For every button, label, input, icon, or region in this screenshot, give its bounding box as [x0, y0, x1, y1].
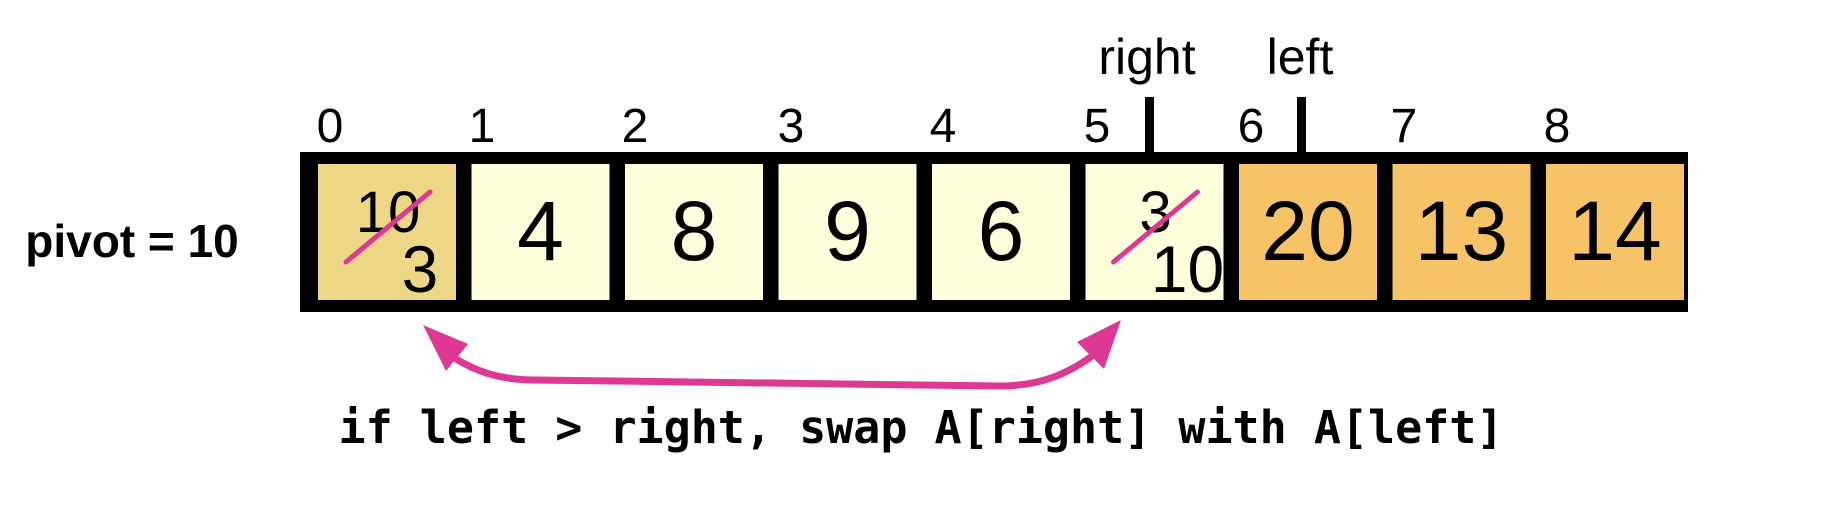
array-cell-0 — [318, 164, 456, 300]
cell-value-3: 9 — [824, 184, 871, 278]
swap-arrowhead-left — [423, 325, 468, 371]
cell-value-1: 4 — [517, 184, 564, 278]
right-pointer-tick — [1145, 97, 1154, 152]
cell-value-6: 20 — [1261, 184, 1354, 278]
cell-value-2: 8 — [671, 184, 718, 278]
index-label-8: 8 — [1544, 100, 1571, 153]
left-pointer-label: left — [1267, 29, 1334, 85]
array-cell-7 — [1392, 164, 1531, 300]
cell-value-8: 14 — [1568, 184, 1661, 278]
array-cell-8 — [1546, 164, 1684, 300]
index-label-4: 4 — [930, 100, 957, 153]
index-labels: 0 1 2 3 4 5 6 7 8 — [317, 100, 1571, 153]
array-cell-5 — [1085, 164, 1224, 300]
index-label-5: 5 — [1084, 100, 1111, 153]
index-label-2: 2 — [622, 100, 649, 153]
array-cell-6 — [1239, 164, 1377, 300]
swap-arrowhead-right — [1077, 320, 1121, 369]
strikethrough-0 — [343, 189, 433, 265]
index-label-7: 7 — [1391, 100, 1418, 153]
array-cell-4 — [932, 164, 1070, 300]
old-value-0: 10 — [356, 180, 421, 245]
index-label-6: 6 — [1238, 100, 1265, 153]
left-pointer-tick — [1297, 97, 1306, 152]
strikethrough-5 — [1111, 189, 1200, 265]
right-pointer-label: right — [1098, 29, 1195, 85]
index-label-0: 0 — [317, 100, 344, 153]
array-cell-2 — [625, 164, 763, 300]
swap-caption: if left > right, swap A[right] with A[le… — [339, 401, 1504, 454]
array-cell-3 — [778, 164, 917, 300]
new-value-5: 10 — [1151, 232, 1224, 306]
index-label-3: 3 — [778, 100, 805, 153]
pivot-label: pivot = 10 — [25, 215, 238, 267]
cell-value-4: 6 — [978, 184, 1025, 278]
array-cell-1 — [471, 164, 610, 300]
new-value-0: 3 — [402, 232, 439, 306]
index-label-1: 1 — [469, 100, 496, 153]
swap-arrow-line — [446, 346, 1104, 390]
cell-value-7: 13 — [1415, 184, 1508, 278]
